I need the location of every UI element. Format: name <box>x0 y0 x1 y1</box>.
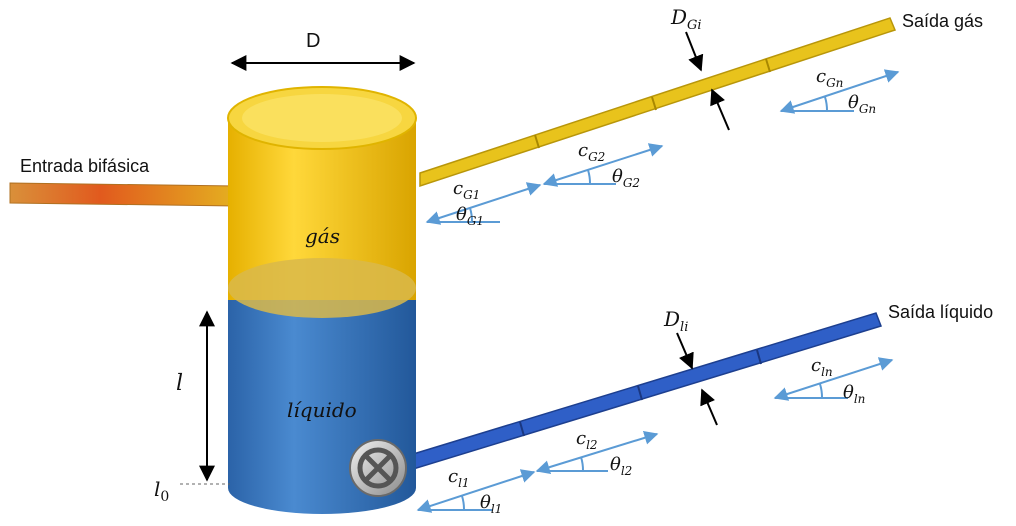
liquid-outlet-pipe <box>409 312 882 472</box>
gas-diameter-arrow-top <box>685 31 704 72</box>
liquid-velocity-label-2: cl2 <box>576 428 598 452</box>
level-label: l <box>176 371 183 396</box>
liquid-angle-label-n: θln <box>843 382 865 406</box>
liquid-velocity-arrows <box>416 357 894 513</box>
gas-diameter-arrow-bottom <box>710 88 730 131</box>
gas-outlet-pipe <box>419 17 897 188</box>
liquid-pipe-joints <box>519 349 762 437</box>
gas-pipe-joints <box>534 58 771 149</box>
liquid-vector-1 <box>416 469 536 513</box>
liquid-velocity-label-n: cln <box>811 355 833 379</box>
liquid-vector-n <box>773 357 894 401</box>
level-zero-label: l0 <box>154 477 169 505</box>
gas-angle-label-1: θG1 <box>456 204 484 228</box>
gas-vector-1 <box>425 182 542 225</box>
gas-vector-2 <box>542 143 664 187</box>
liquid-phase-label: líquido <box>287 398 357 422</box>
gas-velocity-arrows <box>425 69 900 225</box>
liquid-angle-label-1: θl1 <box>480 492 502 516</box>
valve-icon <box>349 439 407 497</box>
diameter-label: D <box>306 30 320 52</box>
liquid-outlet-label: Saída líquido <box>888 302 993 322</box>
inlet-pipe <box>9 182 237 207</box>
interface-surface <box>228 258 416 318</box>
liquid-diameter-arrow-top <box>676 332 694 370</box>
gas-section <box>228 118 416 300</box>
liquid-angle-label-2: θl2 <box>610 454 632 478</box>
gas-outlet-label: Saída gás <box>902 11 983 31</box>
gas-angle-label-n: θGn <box>848 92 876 116</box>
gas-pipe-diameter-label: DGi <box>670 5 702 33</box>
liquid-diameter-arrow-bottom <box>700 388 718 426</box>
inlet-label: Entrada bifásica <box>20 156 150 176</box>
gas-velocity-label-n: cGn <box>816 66 843 90</box>
liquid-pipe-diameter-label: Dli <box>663 307 688 335</box>
gas-velocity-label-1: cG1 <box>453 178 480 202</box>
gas-phase-label: gás <box>305 224 340 248</box>
gas-velocity-label-2: cG2 <box>578 140 605 164</box>
liquid-velocity-label-1: cl1 <box>448 466 470 490</box>
gas-angle-label-2: θG2 <box>612 166 640 190</box>
gas-vector-n <box>779 69 900 114</box>
liquid-vector-2 <box>535 431 659 474</box>
